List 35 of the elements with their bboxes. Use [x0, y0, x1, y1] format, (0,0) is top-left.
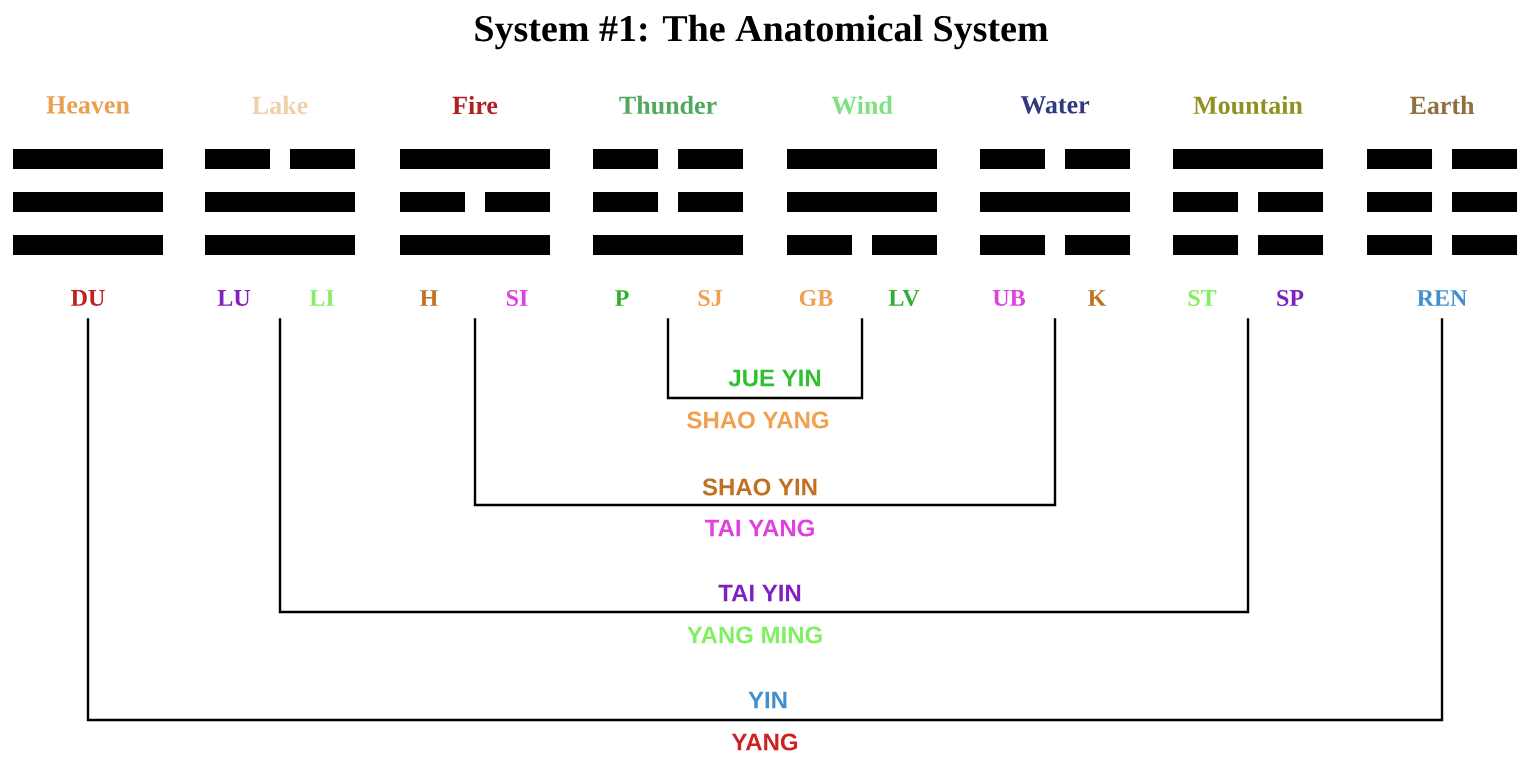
trigram-name: Earth [1409, 95, 1475, 115]
meridian-label: UB [992, 290, 1025, 306]
meridian-pair-name: TAI YIN [718, 584, 801, 602]
meridian-label: DU [71, 290, 105, 306]
trigram-name: Thunder [619, 95, 717, 115]
meridian-label: SJ [698, 289, 722, 307]
meridian-pair-name: YIN [748, 691, 787, 709]
meridian-label: SP [1277, 289, 1304, 307]
meridian-pair-name: YANG [731, 733, 798, 751]
meridian-label: LU [217, 290, 251, 306]
bracket-line [473, 318, 1057, 507]
trigram-name: Lake [252, 95, 308, 115]
meridian-label: LI [309, 290, 334, 306]
meridian-pair-name: SHAO YANG [687, 411, 829, 429]
meridian-pair-name: TAI YANG [704, 519, 814, 537]
meridian-label: K [1088, 290, 1107, 306]
meridian-pair-name: SHAO YIN [702, 478, 817, 496]
trigram-name: Mountain [1193, 95, 1303, 115]
meridian-label: LV [888, 289, 920, 307]
meridian-pair-name: JUE YIN [728, 369, 821, 387]
meridian-label: REN [1417, 290, 1468, 306]
trigram-name: Fire [452, 95, 498, 115]
title: System #1: The Anatomical System [475, 14, 1048, 50]
bracket-line [278, 318, 1250, 614]
bracket-line [666, 318, 864, 400]
meridian-label: GB [799, 289, 833, 307]
trigram-name: Wind [831, 95, 893, 115]
meridian-label: P [615, 290, 629, 306]
meridian-pair-name: YANG MING [687, 626, 822, 644]
trigram-name: Water [1020, 96, 1090, 114]
trigram-name: Heaven [46, 96, 130, 114]
meridian-label: SI [506, 289, 528, 307]
bracket-line [86, 318, 1444, 722]
meridian-label: H [420, 290, 438, 306]
meridian-label: ST [1188, 289, 1217, 307]
